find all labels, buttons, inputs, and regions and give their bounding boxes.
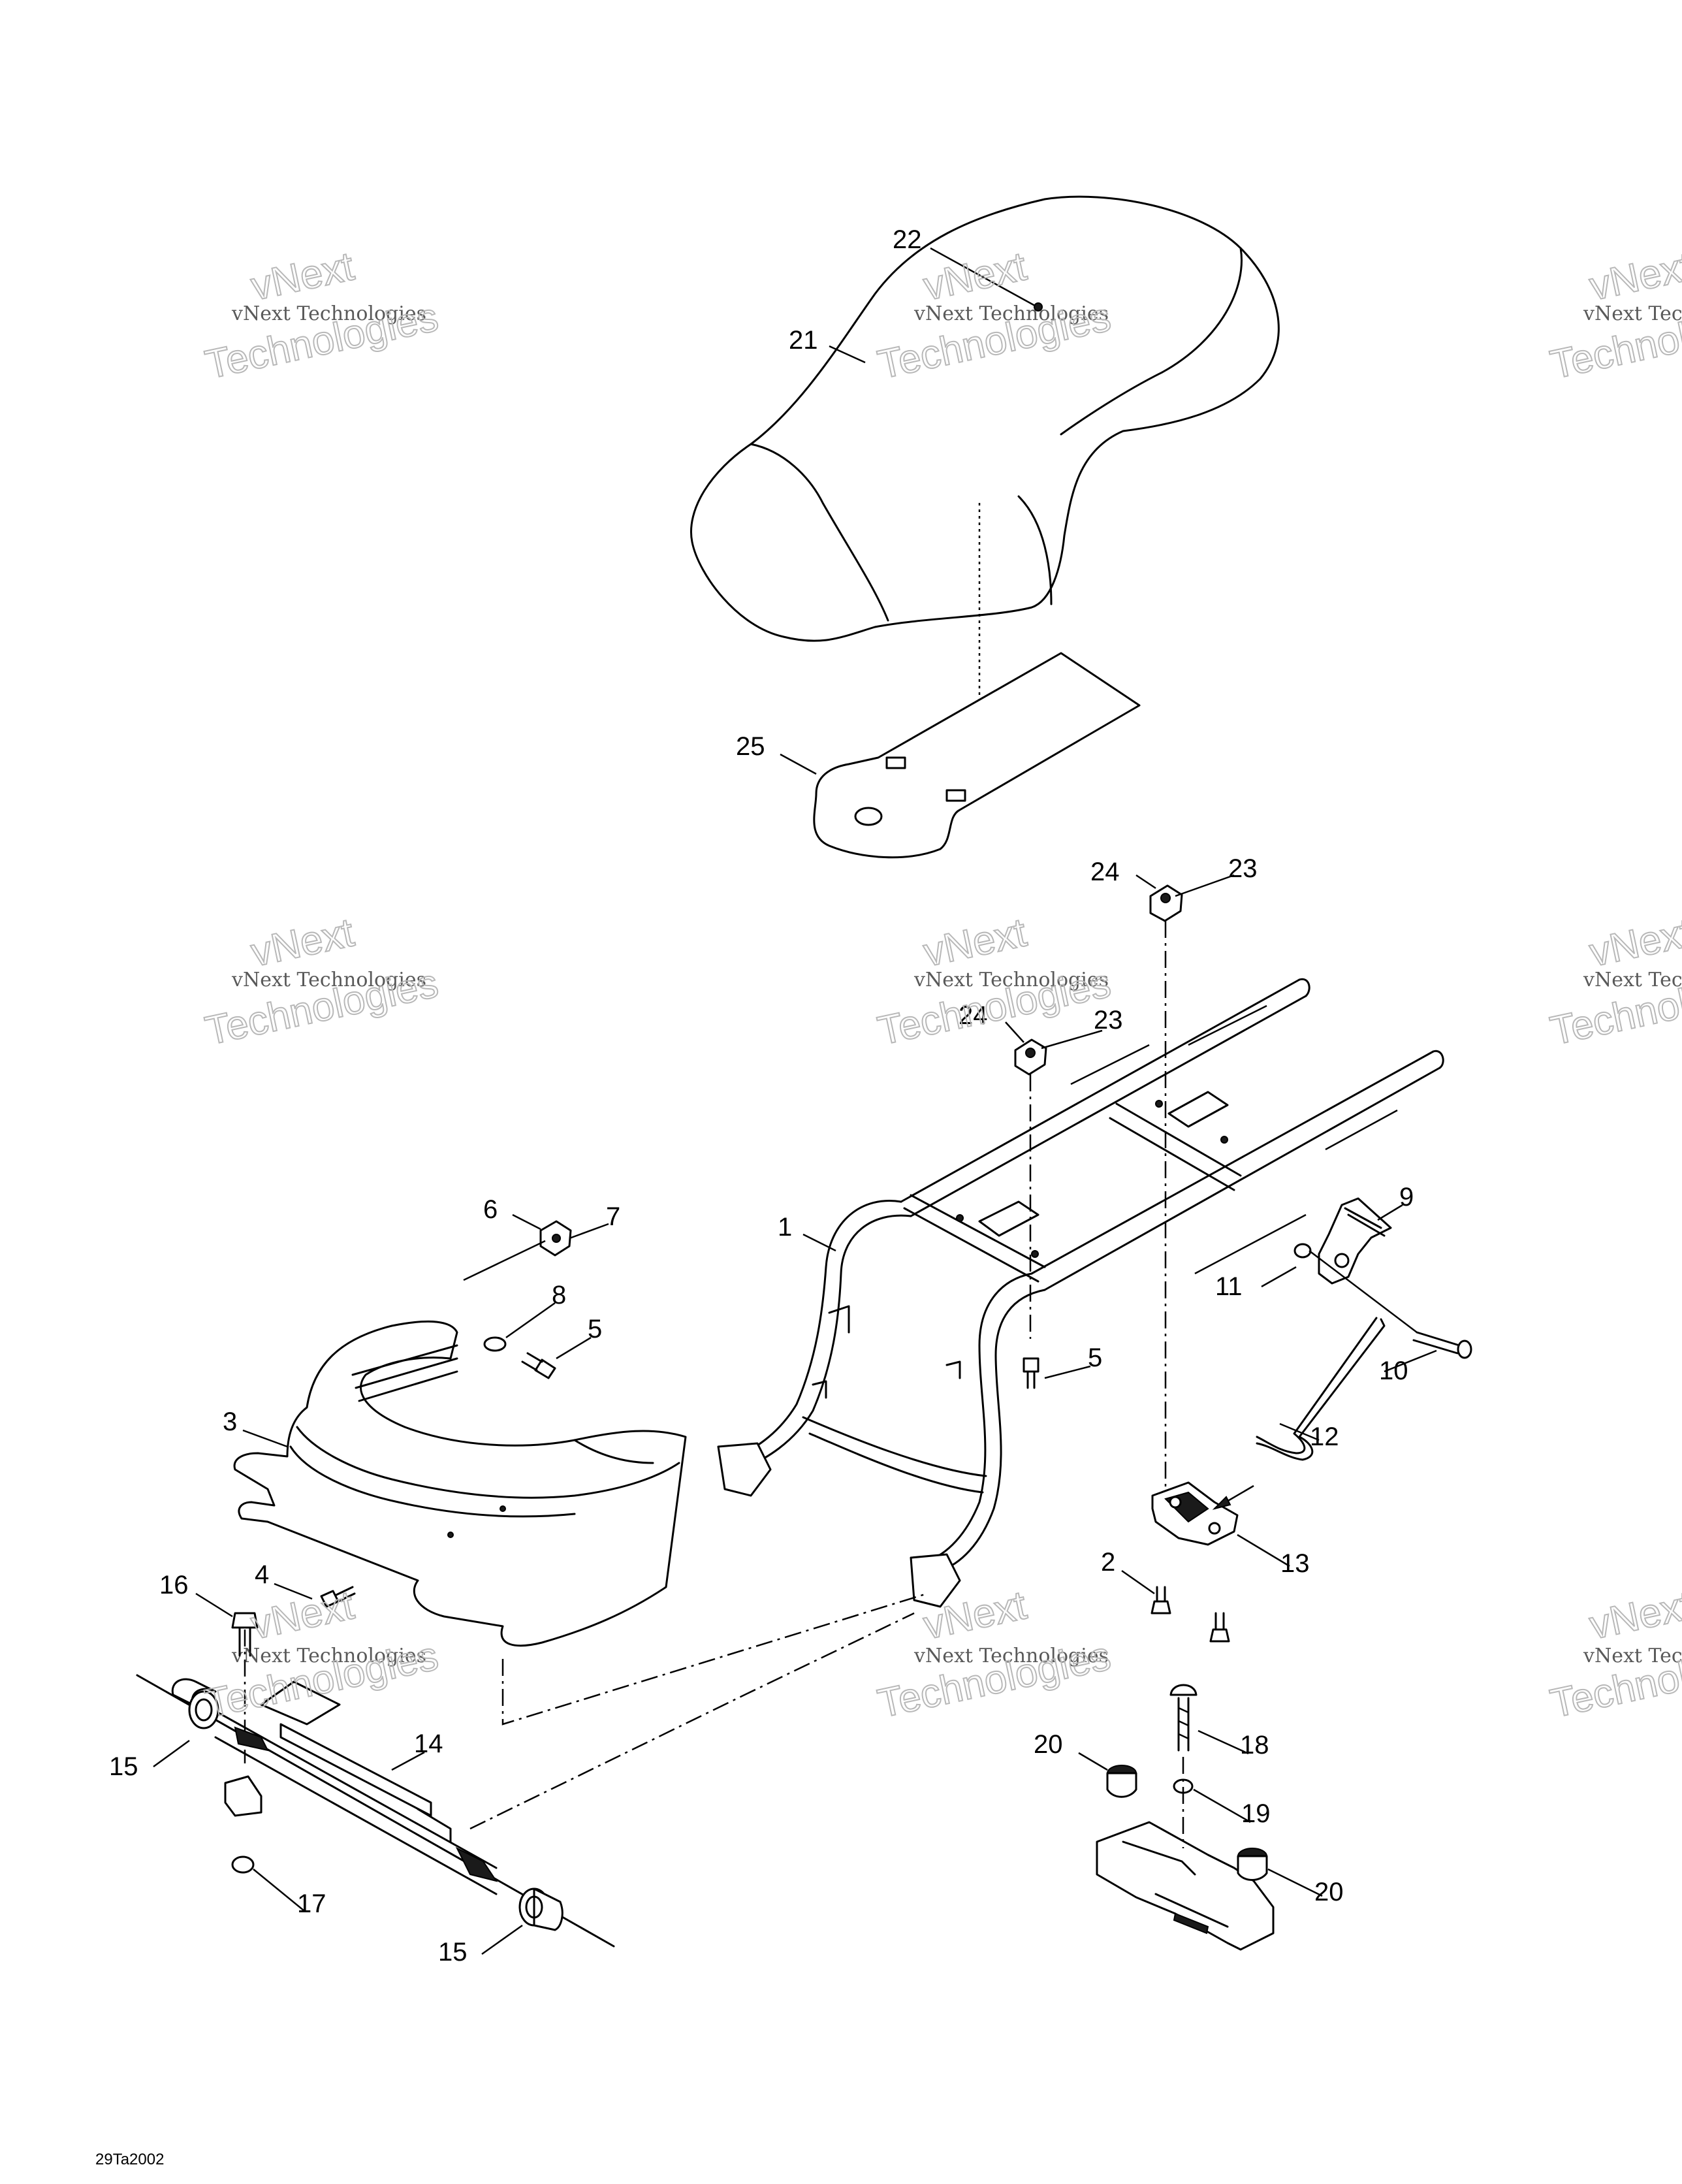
watermark-mid-right: vNext vNext Technologies Technologies [1546,909,1682,1054]
seat-fastener-22 [1034,302,1043,312]
seat-latch-13 [1151,1481,1239,1546]
callout-5: 5 [1088,1343,1102,1372]
frame-rail-shading [1070,1004,1398,1275]
frame-tube-assembly [717,978,1444,1608]
callout-5: 5 [588,1315,602,1343]
watermark-top-right: vNext vNext Technologies Technologies [1546,243,1682,388]
watermark-vnext-technologies: vNext Technologies [913,969,1109,991]
callout-12: 12 [1310,1422,1339,1451]
callout-18: 18 [1240,1731,1269,1759]
washer-11 [1293,1243,1312,1259]
hinge-axis-line [1309,1250,1418,1333]
speed-nut-upper [1149,884,1183,922]
callout-17: 17 [297,1889,326,1918]
watermark-top-left: vNext vNext Technologies Technologies [201,243,443,388]
callout-20: 20 [1034,1730,1063,1759]
assembly-line-axle-to-frame [469,1612,915,1830]
watermark-vnext-technologies: vNext Technologies [913,302,1109,325]
watermark-vnext: vNext [1586,1582,1682,1648]
rubber-bumper-20-right [1237,1848,1268,1881]
washer-8 [483,1336,507,1352]
watermark-vnext: vNext [1586,910,1682,975]
callout-24: 24 [959,1001,988,1030]
bracket-clip [224,1775,262,1817]
callout-25: 25 [736,732,765,761]
watermark-vnext-technologies: vNext Technologies [1583,302,1682,325]
watermark-vnext-technologies: vNext Technologies [913,1645,1109,1667]
callout-2: 2 [1101,1548,1115,1577]
callout-11: 11 [1215,1272,1243,1301]
callout-16: 16 [159,1571,189,1599]
bolt-16 [231,1612,259,1657]
watermark-vnext-technologies: vNext Technologies [231,302,426,325]
callout-23: 23 [1228,854,1258,883]
callout-21: 21 [789,326,818,355]
screw-4 [320,1586,356,1608]
bolt-18 [1169,1684,1198,1752]
watermark-vnext-technologies: vNext Technologies [231,969,426,991]
callout-24: 24 [1090,858,1120,886]
callout-3: 3 [223,1407,237,1436]
watermark-mid-center: vNext vNext Technologies Technologies [874,909,1115,1054]
callout-8: 8 [552,1281,566,1309]
callout-7: 7 [606,1202,620,1231]
pin-10 [1412,1331,1472,1359]
callout-6: 6 [483,1195,498,1224]
watermark-vnext-technologies: vNext Technologies [231,1645,426,1667]
seat-base-pan [813,652,1141,859]
callout-15: 15 [109,1752,138,1781]
screw-2-a [1150,1586,1171,1614]
screw-5-rear-rack [521,1352,556,1379]
latch-cable-12 [1256,1317,1386,1461]
rear-bumper-bracket [1096,1821,1275,1951]
speed-nut-6-7 [539,1220,572,1257]
callout-numbers: 22 21 25 24 23 24 23 6 7 1 9 8 11 5 5 10… [109,225,1414,1967]
nut-17 [231,1855,255,1874]
callout-19: 19 [1241,1799,1271,1828]
callout-14: 14 [414,1729,443,1758]
rear-body-panel [233,1321,687,1647]
rack-mount-line [463,1240,546,1281]
callout-22: 22 [893,225,922,254]
watermark-low-right: vNext vNext Technologies Technologies [1546,1582,1682,1727]
figure-code: 29Ta2002 [95,2151,164,2168]
seat-latch-hinge [1318,1197,1392,1285]
leader-lines [153,247,1437,1955]
watermark-vnext: vNext [920,910,1030,975]
watermark-vnext: vNext [1586,244,1682,309]
callout-23: 23 [1094,1006,1123,1035]
callout-9: 9 [1399,1183,1414,1212]
watermark-vnext-technologies: vNext Technologies [1583,1645,1682,1667]
bushing-15-left [171,1678,219,1729]
callout-15: 15 [438,1938,468,1967]
watermark-vnext: vNext [247,244,358,309]
rubber-bumper-20-left [1106,1765,1137,1798]
callout-1: 1 [778,1213,792,1242]
callout-20: 20 [1314,1878,1344,1906]
screw-2-b [1209,1612,1230,1643]
watermark-vnext: vNext [247,910,358,975]
callout-4: 4 [255,1560,269,1589]
watermark-vnext: vNext [247,1582,358,1648]
screw-5-frame [1023,1357,1039,1389]
bushing-15-right [518,1887,563,1931]
callout-10: 10 [1379,1357,1408,1385]
watermark-low-center: vNext vNext Technologies Technologies [874,1582,1115,1727]
speed-nut-lower [1014,1038,1047,1076]
watermark-mid-left: vNext vNext Technologies Technologies [201,909,443,1054]
seat-cover [690,195,1280,642]
assembly-line-body-to-frame [501,1592,928,1726]
callout-13: 13 [1280,1549,1310,1578]
watermark-vnext-technologies: vNext Technologies [1583,969,1682,991]
